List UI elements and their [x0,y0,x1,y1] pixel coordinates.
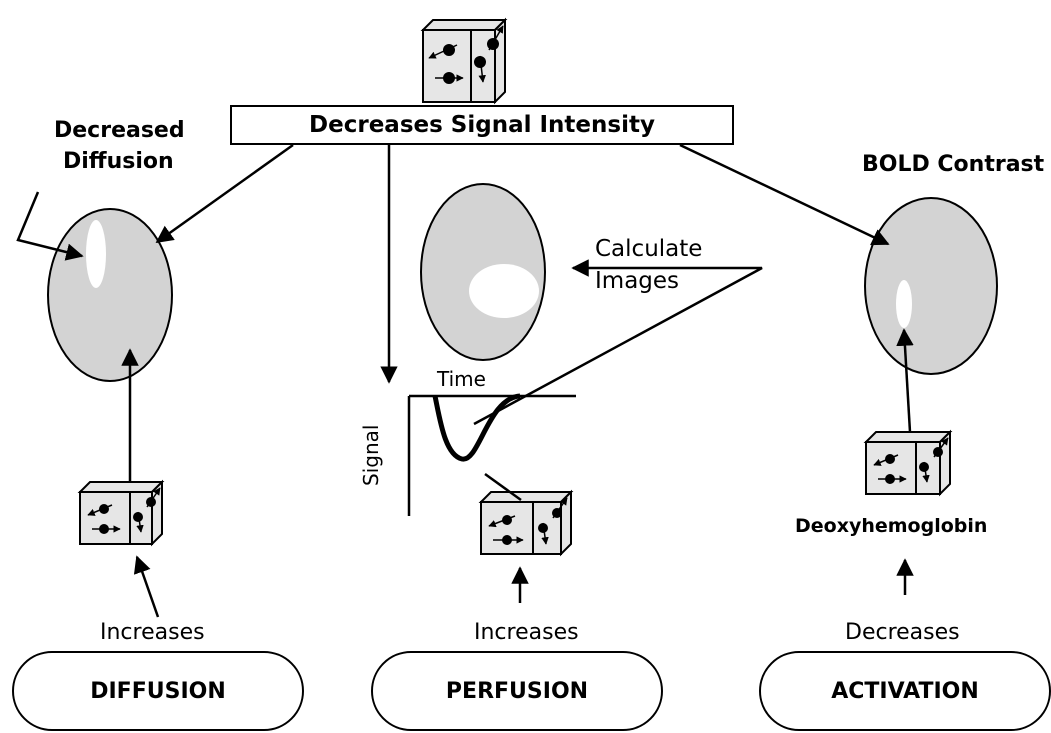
perfusion-bright-spot [469,264,539,318]
calculate-label: Calculate [595,236,703,262]
voxel-cube-left [77,479,165,547]
activation-category-label: ACTIVATION [831,678,979,704]
time-label: Time [437,367,486,391]
increases-left-label: Increases [100,620,205,645]
perfusion-image [420,183,546,361]
voxel-cube-top [420,17,508,105]
deoxyhemoglobin-label: Deoxyhemoglobin [795,515,988,537]
title-text: Decreases Signal Intensity [309,112,655,138]
arrow-increases-left [133,555,160,618]
decreases-signal-intensity-box: Decreases Signal Intensity [230,105,734,145]
diffusion-label: Diffusion [63,149,174,174]
decreases-right-label: Decreases [845,620,960,645]
diffusion-category-label: DIFFUSION [90,678,226,704]
voxel-cube-middle [478,489,574,557]
diffusion-bright-spot [86,220,106,288]
arrow-to-activation [679,143,890,246]
perfusion-category-label: PERFUSION [445,678,589,704]
decreased-label: Decreased [54,118,185,143]
signal-curve [432,393,521,462]
diffusion-pointer [16,191,84,261]
voxel-cube-right [863,429,953,497]
activation-image [864,197,998,375]
signal-label: Signal [359,424,383,486]
signal-time-graph [407,393,576,516]
calculate-arrow [473,259,763,426]
diffusion-category: DIFFUSION [12,651,304,731]
bold-contrast-label: BOLD Contrast [862,152,1045,177]
curve-to-cube-line [484,472,522,502]
perfusion-category: PERFUSION [371,651,663,731]
increases-mid-label: Increases [474,620,579,645]
activation-category: ACTIVATION [759,651,1051,731]
arrow-cube-to-activation [896,328,914,433]
diffusion-image [47,208,173,382]
arrow-to-diffusion [155,143,294,244]
images-label: Images [595,268,680,294]
activation-bright-spot [896,280,912,328]
